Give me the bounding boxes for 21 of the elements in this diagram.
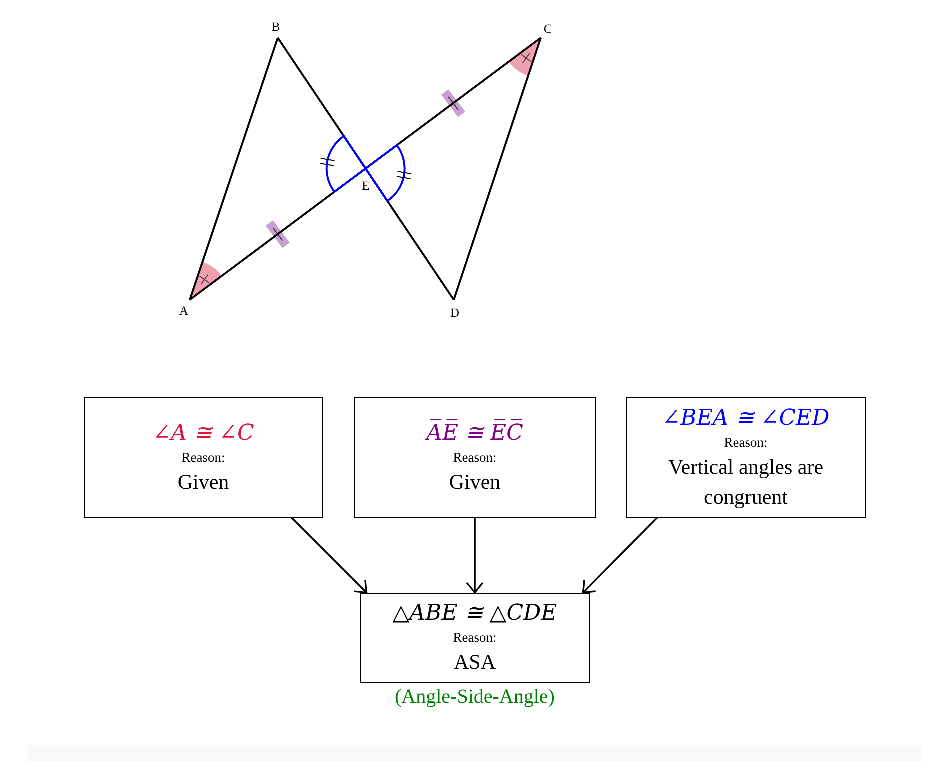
point-label: D bbox=[450, 306, 460, 320]
reason-text: Given bbox=[449, 468, 501, 496]
proof-box bbox=[354, 397, 596, 518]
proof-box bbox=[626, 397, 866, 518]
reason-note: (Angle-Side-Angle) bbox=[394, 685, 556, 710]
point-label: A bbox=[179, 304, 189, 318]
reason-label: Reason: bbox=[182, 448, 226, 466]
congruence-statement: ∠BEA ≅ ∠CED bbox=[662, 404, 830, 432]
reason-text: Vertical angles are congruent bbox=[667, 454, 825, 510]
reason-text: Given bbox=[178, 468, 230, 496]
point-label: B bbox=[272, 20, 280, 34]
reason-label: Reason: bbox=[724, 434, 768, 452]
proof-box bbox=[84, 397, 323, 518]
congruence-statement: ∠A ≅ ∠C bbox=[152, 420, 254, 448]
proof-box bbox=[360, 593, 590, 683]
congruence-statement: A̅E̅ ≅ E̅C̅ bbox=[426, 418, 524, 448]
point-label: C bbox=[544, 22, 552, 36]
reason-text: ASA bbox=[454, 649, 496, 676]
reason-label: Reason: bbox=[453, 629, 497, 647]
congruence-statement: △ABE ≅ △CDE bbox=[392, 600, 558, 628]
reason-label: Reason: bbox=[453, 448, 497, 466]
